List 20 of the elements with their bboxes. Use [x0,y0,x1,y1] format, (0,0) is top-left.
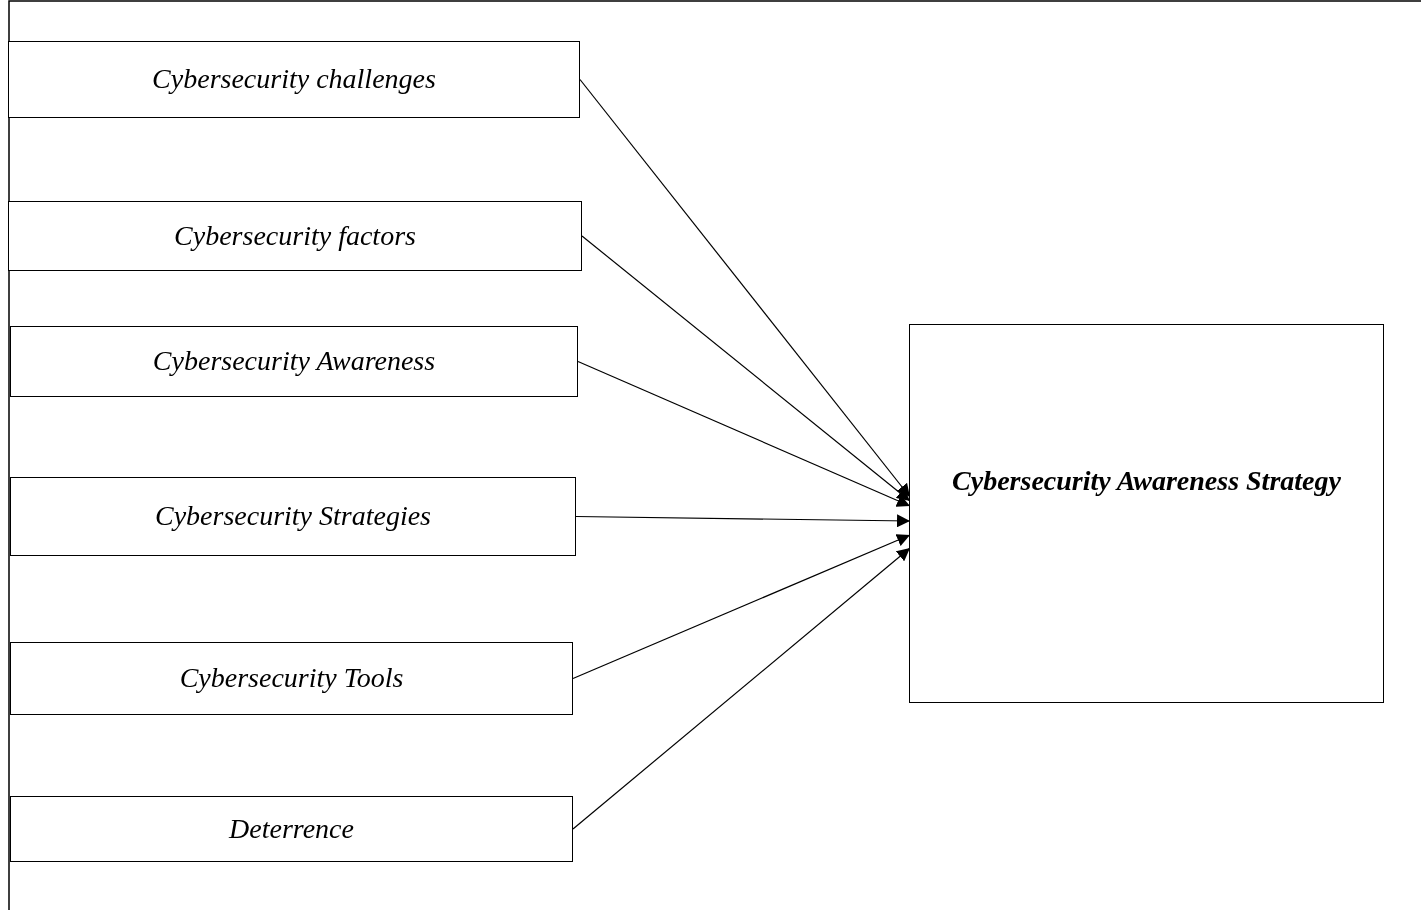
box-label: Cybersecurity Awareness [152,345,436,378]
process-box [10,642,573,715]
box-label: Deterrence [229,812,354,846]
process-box [10,326,578,397]
process-box [10,796,573,862]
arrow [579,78,911,498]
box-label: Cybersecurity Awareness Strategy [952,465,1341,498]
process-box [909,324,1384,703]
process-box [10,477,576,556]
arrow [572,547,911,830]
arrow [575,514,911,528]
arrow [577,360,911,507]
box-label: Cybersecurity factors [174,219,416,253]
arrow [572,534,911,680]
box-label: Cybersecurity challenges [152,63,436,96]
process-box [8,201,582,271]
box-label: Cybersecurity Tools [179,662,404,695]
box-label: Cybersecurity Strategies [154,500,432,533]
process-box [8,41,580,118]
arrow [581,235,911,502]
